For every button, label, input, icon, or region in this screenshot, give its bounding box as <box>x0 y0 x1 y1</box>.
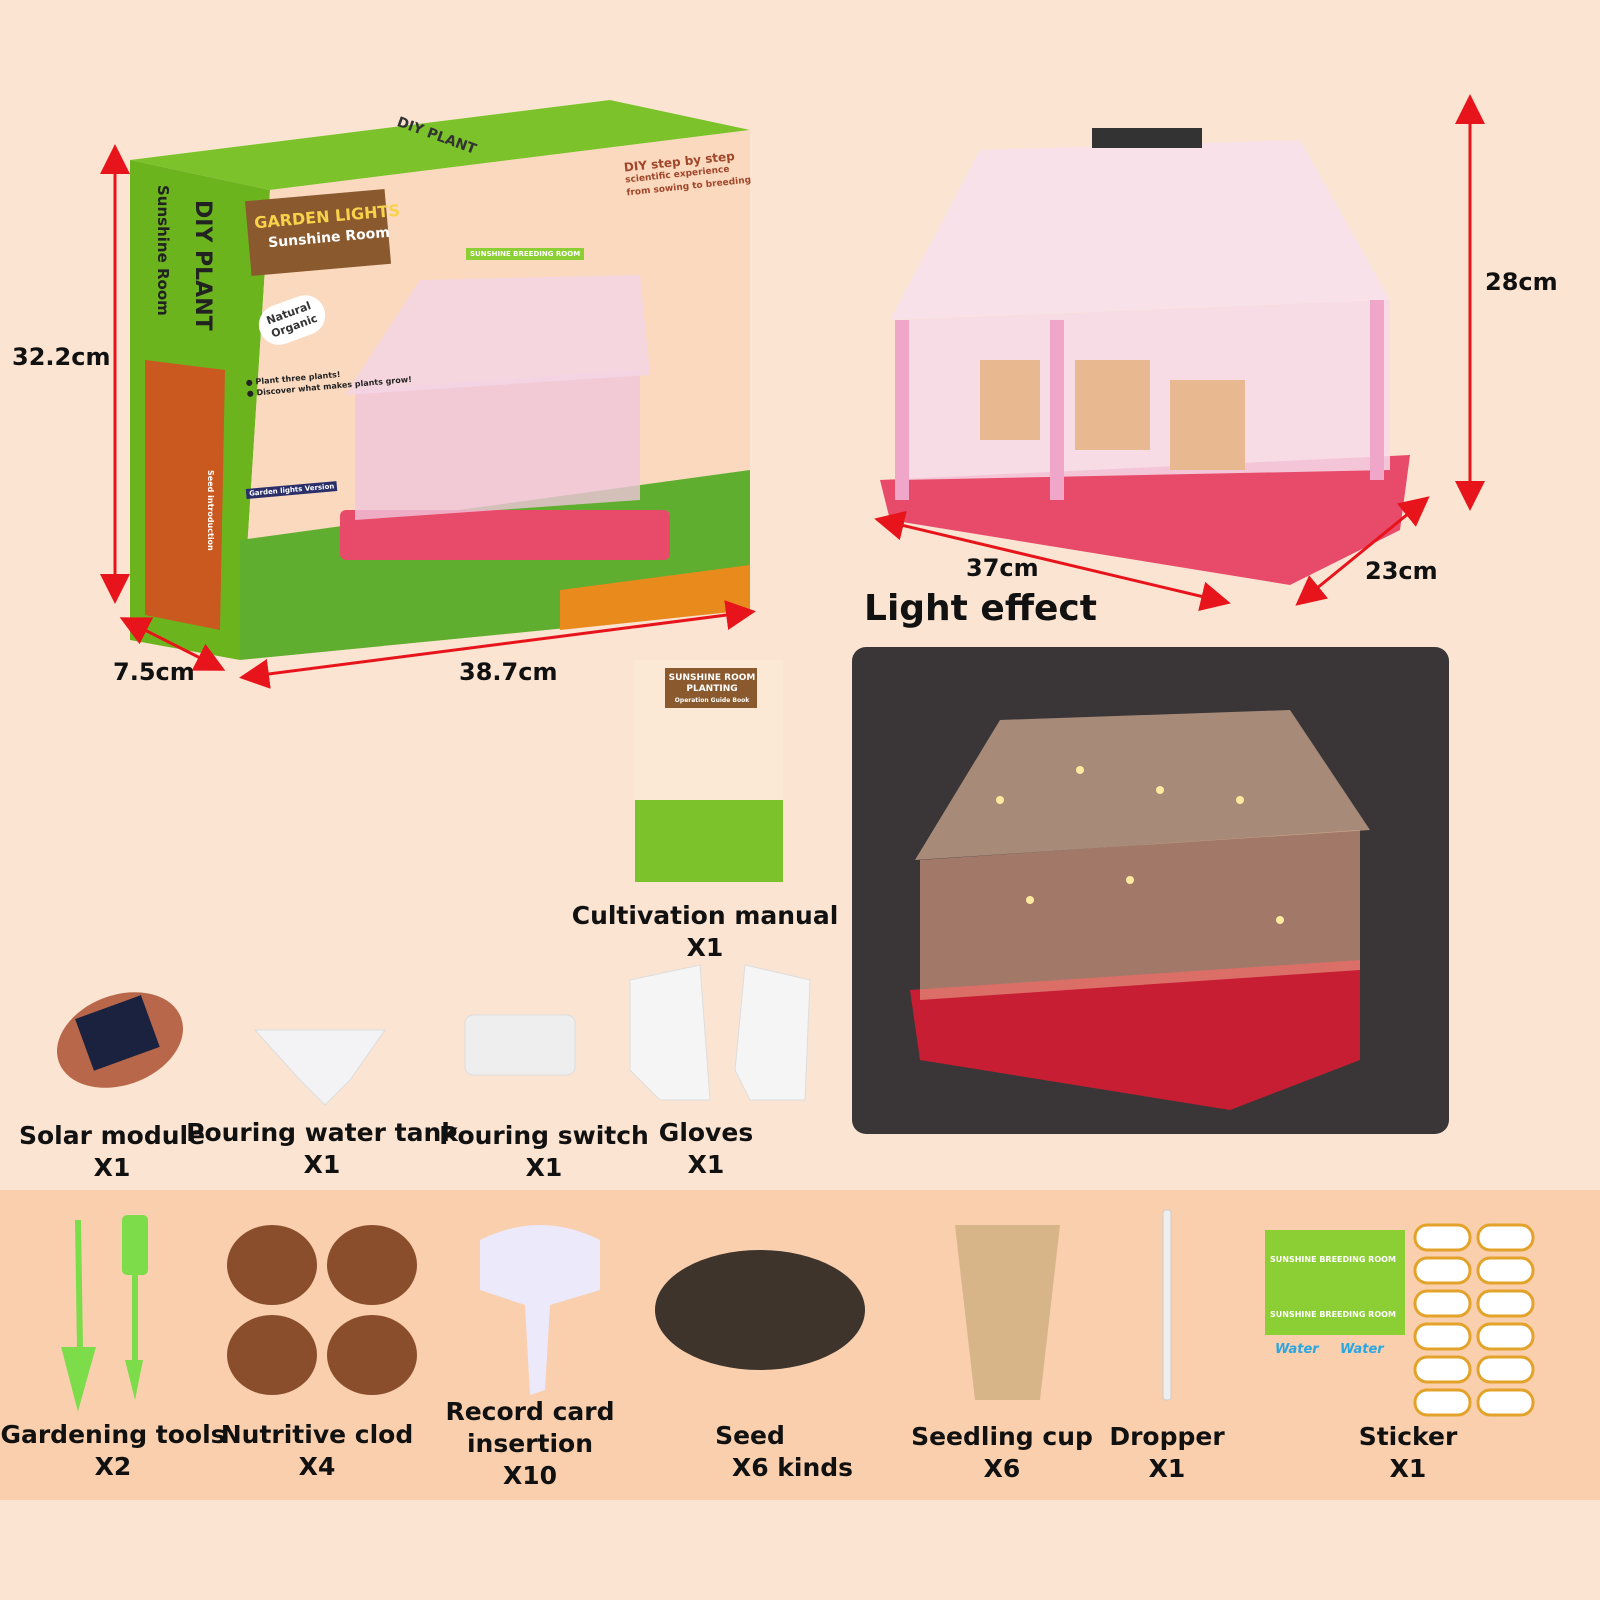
water-tank-image <box>253 1029 386 1106</box>
dropper-image <box>1162 1209 1172 1401</box>
nutritive-clod-image <box>227 1225 417 1395</box>
sticker-text: SUNSHINE BREEDING ROOM <box>1270 1255 1396 1264</box>
house-height-label: 28cm <box>1485 268 1558 296</box>
sticker-water: Water <box>1275 1342 1319 1357</box>
sticker-image <box>1265 1230 1405 1290</box>
house-length-label: 37cm <box>966 554 1039 582</box>
box-width-label: 38.7cm <box>459 658 558 686</box>
light-effect-title: Light effect <box>864 588 1097 629</box>
record-card-image <box>480 1225 600 1395</box>
seed-image <box>655 1250 865 1370</box>
glove-image <box>629 964 711 1101</box>
greenhouse-sign: SUNSHINE BREEDING ROOM <box>466 248 585 260</box>
sticker-water-2: Water <box>1340 1342 1384 1357</box>
box-top <box>130 100 750 190</box>
seedling-cup-image <box>955 1225 1060 1400</box>
pouring-switch-image <box>464 1014 576 1076</box>
sticker-text-2: SUNSHINE BREEDING ROOM <box>1270 1310 1396 1319</box>
garden-lights-sign <box>245 189 392 276</box>
box-depth-label: 7.5cm <box>113 658 195 686</box>
gardening-tools-image <box>61 1219 96 1412</box>
box-height-label: 32.2cm <box>12 343 111 371</box>
box-side-title: DIY PLANT <box>190 200 215 331</box>
house-depth-label: 23cm <box>1365 557 1438 585</box>
seed-intro: Seed introduction <box>206 470 215 551</box>
box-side-subtitle: Sunshine Room <box>154 185 172 316</box>
